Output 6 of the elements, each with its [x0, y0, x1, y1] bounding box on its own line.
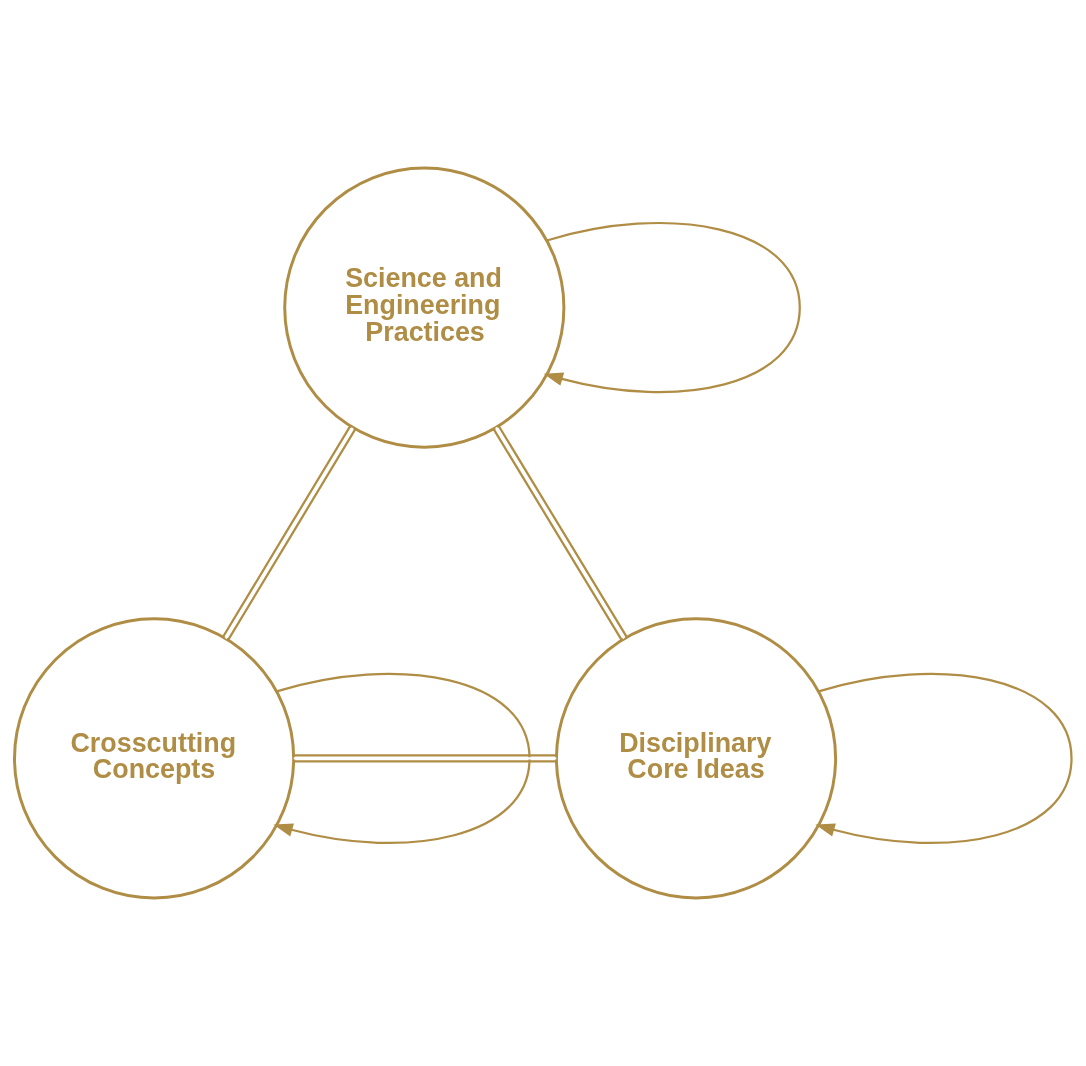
connector [293, 754, 557, 763]
connector [222, 425, 357, 641]
connector [492, 425, 628, 641]
arrow [273, 672, 531, 844]
arrow [815, 672, 1073, 844]
arrow [543, 222, 801, 393]
